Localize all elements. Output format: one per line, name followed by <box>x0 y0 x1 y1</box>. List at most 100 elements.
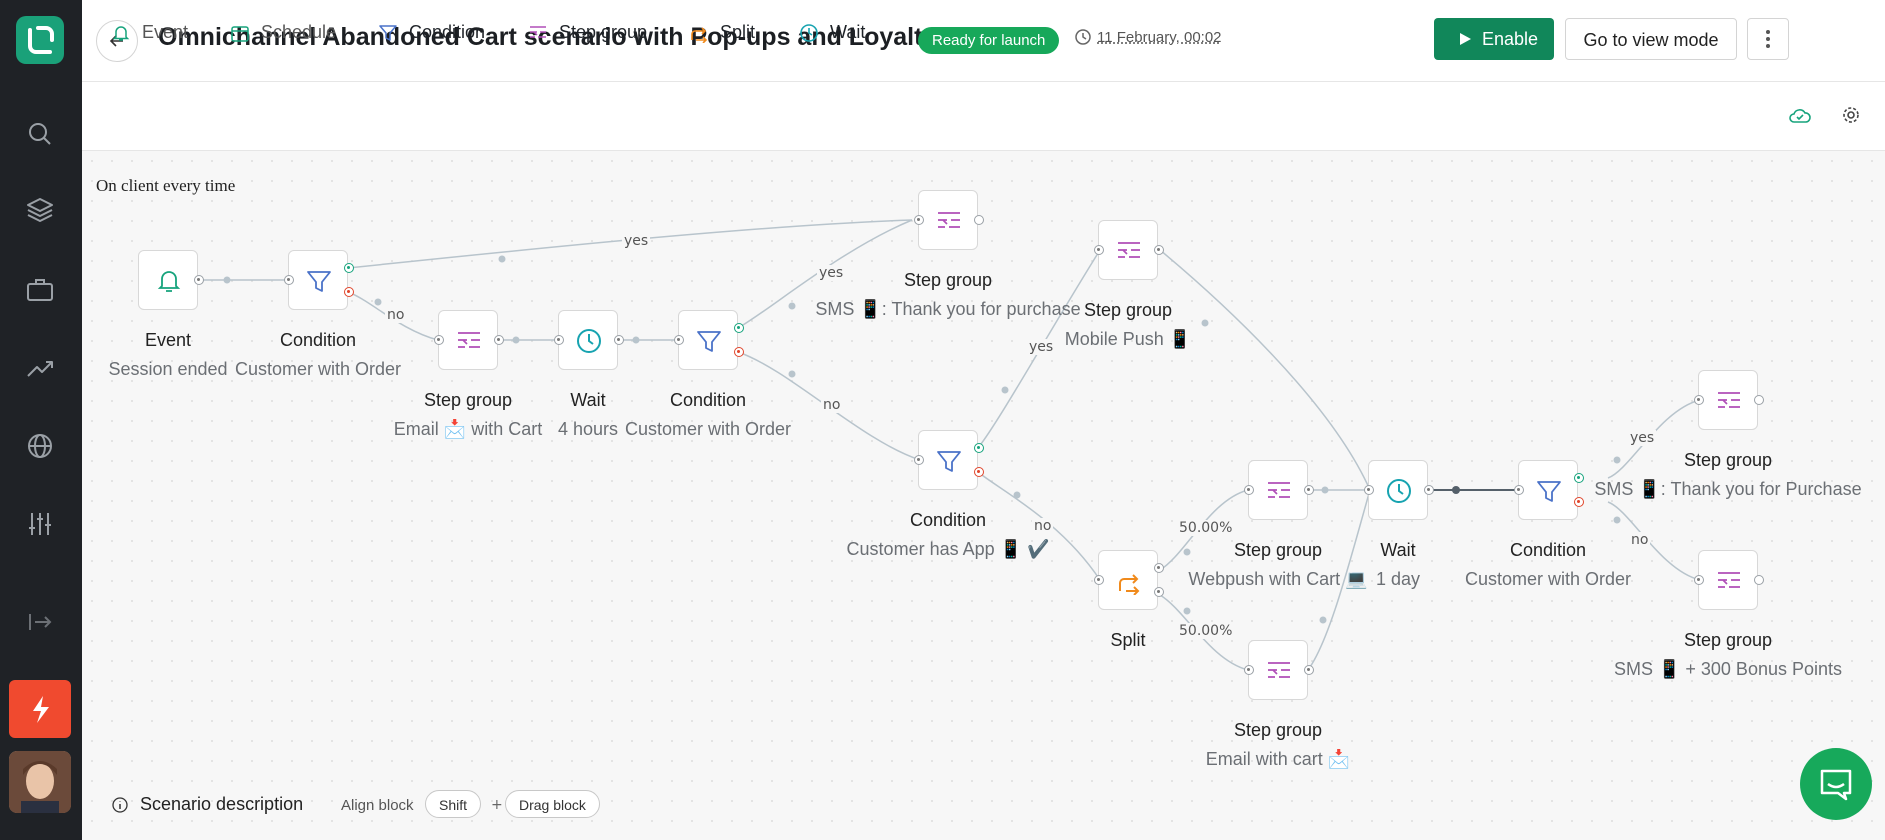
avatar[interactable] <box>9 751 71 813</box>
node-wait[interactable] <box>1368 460 1428 520</box>
input-port[interactable] <box>1514 485 1524 495</box>
cloud-saved-icon[interactable] <box>1788 104 1812 128</box>
step-group-icon <box>1268 482 1290 498</box>
view-mode-button[interactable]: Go to view mode <box>1565 18 1737 60</box>
node-step-group[interactable] <box>1698 370 1758 430</box>
step-group-icon <box>458 332 480 348</box>
output-port[interactable] <box>494 335 504 345</box>
layers-icon[interactable] <box>24 194 56 226</box>
output-port[interactable] <box>1754 395 1764 405</box>
node-step-group[interactable] <box>918 190 978 250</box>
clock-icon <box>577 329 601 353</box>
input-port[interactable] <box>284 275 294 285</box>
input-port[interactable] <box>554 335 564 345</box>
input-port[interactable] <box>1694 395 1704 405</box>
node-condition[interactable] <box>678 310 738 370</box>
node-title: Step group <box>1233 720 1323 740</box>
node-subtitle: 1 day <box>1375 569 1421 589</box>
block-toolbar <box>82 82 1885 151</box>
info-icon <box>112 797 128 813</box>
bolt-icon[interactable] <box>9 680 71 738</box>
node-subtitle: Customer with Order <box>624 419 792 439</box>
node-step-group[interactable] <box>1248 460 1308 520</box>
node-subtitle: Email with cart 📩 <box>1205 749 1351 769</box>
enable-button[interactable]: Enable <box>1434 18 1554 60</box>
node-wait[interactable] <box>558 310 618 370</box>
input-port[interactable] <box>1244 485 1254 495</box>
input-port[interactable] <box>1094 245 1104 255</box>
chat-icon <box>1820 769 1852 801</box>
input-port[interactable] <box>674 335 684 345</box>
input-port[interactable] <box>1364 485 1374 495</box>
output-port-b[interactable] <box>1154 587 1164 597</box>
search-icon[interactable] <box>24 118 56 150</box>
status-badge: Ready for launch <box>918 27 1060 54</box>
no-port[interactable] <box>734 347 744 357</box>
play-icon <box>1460 33 1471 45</box>
align-block-hint: Align block <box>341 797 414 814</box>
yes-port[interactable] <box>974 443 984 453</box>
node-subtitle: Session ended <box>108 359 228 379</box>
node-split[interactable] <box>1098 550 1158 610</box>
sliders-icon[interactable] <box>24 508 56 540</box>
output-port[interactable] <box>1754 575 1764 585</box>
output-port[interactable] <box>614 335 624 345</box>
edge-label-no: no <box>385 307 407 323</box>
node-subtitle: Customer with Order <box>234 359 402 379</box>
analytics-icon[interactable] <box>24 352 56 384</box>
yes-port[interactable] <box>344 263 354 273</box>
output-port[interactable] <box>1154 245 1164 255</box>
node-title: Step group <box>1083 300 1173 320</box>
funnel-icon <box>697 331 721 352</box>
edge-label-split-b: 50.00% <box>1177 623 1235 639</box>
input-port[interactable] <box>1094 575 1104 585</box>
node-step-group[interactable] <box>1098 220 1158 280</box>
back-button[interactable] <box>96 20 138 62</box>
scenario-description-link[interactable]: Scenario description <box>140 794 304 814</box>
output-port[interactable] <box>1304 485 1314 495</box>
edge-label-yes: yes <box>1027 339 1056 355</box>
globe-icon[interactable] <box>24 430 56 462</box>
output-port[interactable] <box>1304 665 1314 675</box>
last-saved-timestamp[interactable]: 11 February, 00:02 <box>1097 29 1222 46</box>
yes-port[interactable] <box>734 323 744 333</box>
node-subtitle: Customer has App 📱 ✔️ <box>846 539 1050 559</box>
briefcase-icon[interactable] <box>24 274 56 306</box>
node-subtitle: Mobile Push 📱 <box>1064 329 1192 349</box>
node-step-group[interactable] <box>1248 640 1308 700</box>
output-port[interactable] <box>1424 485 1434 495</box>
collapse-sidebar-icon[interactable] <box>24 606 56 638</box>
input-port[interactable] <box>434 335 444 345</box>
node-step-group[interactable] <box>438 310 498 370</box>
input-port[interactable] <box>914 215 924 225</box>
split-icon <box>1119 574 1140 595</box>
node-condition[interactable] <box>288 250 348 310</box>
node-condition[interactable] <box>918 430 978 490</box>
yes-port[interactable] <box>1574 473 1584 483</box>
output-port[interactable] <box>194 275 204 285</box>
input-port[interactable] <box>1694 575 1704 585</box>
node-title: Wait <box>1380 540 1416 560</box>
output-port[interactable] <box>974 215 984 225</box>
output-port-a[interactable] <box>1154 563 1164 573</box>
node-event[interactable] <box>138 250 198 310</box>
settings-icon[interactable] <box>1840 104 1862 126</box>
no-port[interactable] <box>1574 497 1584 507</box>
no-port[interactable] <box>344 287 354 297</box>
input-port[interactable] <box>1244 665 1254 675</box>
node-title: Condition <box>279 330 357 350</box>
drag-block-badge: Drag block <box>505 790 600 818</box>
logo-icon[interactable] <box>16 16 64 64</box>
edge-label-split-a: 50.00% <box>1177 520 1235 536</box>
chat-support-button[interactable] <box>1800 748 1872 820</box>
scenario-canvas[interactable] <box>82 151 1885 840</box>
input-port[interactable] <box>914 455 924 465</box>
node-subtitle: Webpush with Cart 💻 <box>1188 569 1368 589</box>
node-title: Event <box>144 330 192 350</box>
no-port[interactable] <box>974 467 984 477</box>
node-step-group[interactable] <box>1698 550 1758 610</box>
more-options-button[interactable] <box>1747 18 1789 60</box>
page-title: Omnichannel Abandoned Cart scenario with… <box>158 23 1019 51</box>
clock-icon <box>1387 479 1411 503</box>
node-title: Split <box>1110 630 1146 650</box>
